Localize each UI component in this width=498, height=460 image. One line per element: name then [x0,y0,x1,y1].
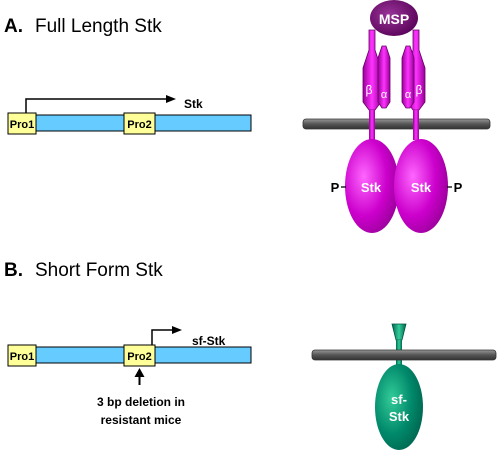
panel-b-title: B. Short Form Stk [4,260,163,282]
sf-label-line2: Stk [389,409,410,424]
deletion-note-line1: 3 bp deletion in [97,395,185,409]
alpha-label-right: α [405,89,412,101]
arrowhead-icon [166,95,176,103]
transcript-arrow-b [151,329,174,345]
panel-a-title-text: Full Length Stk [35,16,162,37]
promoter2-label-a: Pro2 [127,119,151,131]
beta-label-left: β [366,83,373,97]
promoter1-label-a: Pro1 [10,119,34,131]
panel-a-letter: A. [4,16,23,37]
gene-a: Pro1 Pro2 Stk [7,95,252,135]
promoter2-box-a [123,112,156,135]
msp-label: MSP [379,11,409,27]
promoter2-box-b [123,344,156,367]
promoter2-label-b: Pro2 [127,351,151,363]
kinase-label-left: Stk [361,180,382,195]
phospho-label-right: P [454,180,463,195]
alpha-label-left: α [381,89,388,101]
alpha-chain-right [401,45,415,109]
sf-kinase-domain [375,364,423,450]
receptor-short-form: sf- Stk [311,323,497,450]
gene-b: Pro1 Pro2 sf-Stk 3 bp deletion in resist… [7,326,252,427]
promoter1-label-b: Pro1 [10,351,34,363]
panel-a-title: A. Full Length Stk [4,16,162,38]
phospho-label-left: P [331,180,340,195]
sf-extracellular-stub [391,323,407,341]
kinase-domain-left [345,139,399,233]
panel-b-title-text: Short Form Stk [35,260,163,281]
deletion-note-line2: resistant mice [101,413,182,427]
membrane-a [302,118,491,130]
sf-label-line1: sf- [391,392,407,407]
panel-b-letter: B. [4,260,23,281]
msp-ligand [370,0,418,36]
up-arrow-icon [134,368,145,377]
kinase-label-right: Stk [411,180,432,195]
promoter1-box-a [7,112,37,135]
transcript-label-b: sf-Stk [192,334,226,348]
membrane-b [311,349,497,361]
tm-stalk-left [369,110,375,140]
tm-stalk-right [413,110,419,140]
alpha-chain-left [377,45,391,109]
receptor-full-length: β α α β MSP Stk Stk P P [302,0,491,233]
promoter1-box-b [7,344,37,367]
beta-label-right: β [416,83,423,97]
transcript-label-a: Stk [184,97,203,111]
kinase-domain-right [394,139,448,233]
transcript-arrow-a [25,98,168,113]
arrowhead-icon [172,326,182,334]
